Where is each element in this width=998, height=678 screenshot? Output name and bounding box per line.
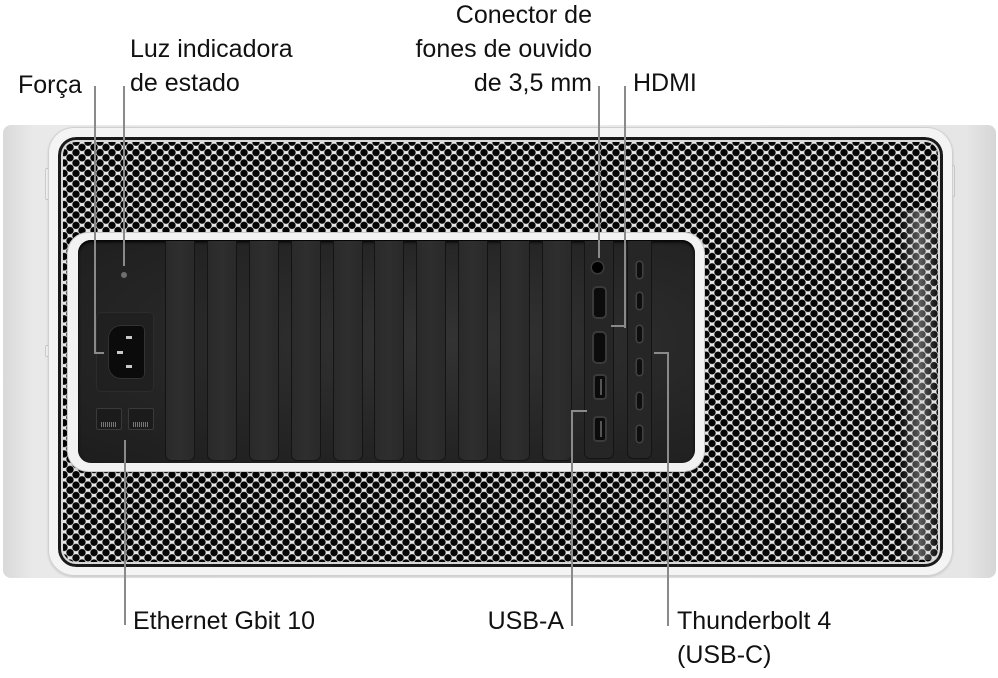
ethernet-port-icon — [128, 408, 154, 430]
leader-line-usb-a — [571, 410, 587, 412]
pcie-slot-cover — [333, 241, 363, 461]
leader-line-headphone — [598, 86, 600, 258]
headphone-jack-icon — [592, 262, 603, 273]
usb-a-port-icon — [595, 418, 605, 440]
hdmi-port-icon — [594, 288, 605, 317]
leader-line-usb-a — [571, 410, 573, 626]
power-pin — [126, 365, 132, 368]
usb-a-port-icon — [595, 376, 605, 398]
pcie-slot-cover — [500, 241, 530, 461]
pcie-slot-cover — [207, 241, 237, 461]
hdmi-port-icon — [594, 333, 605, 362]
thunderbolt-port-icon — [637, 293, 642, 309]
callout-status-light-line1: Luz indicadora — [130, 35, 293, 63]
callout-headphone-line3: de 3,5 mm — [473, 69, 592, 97]
pcie-slot-cover — [374, 241, 404, 461]
power-inlet-icon — [108, 325, 145, 379]
pcie-slot-cover — [165, 241, 195, 461]
callout-power: Força — [18, 71, 82, 99]
pcie-slot-cover — [291, 241, 321, 461]
power-pin — [126, 336, 132, 339]
pcie-slot-cover — [542, 241, 572, 461]
leader-line-power — [94, 86, 96, 354]
leader-line-power — [94, 352, 104, 354]
thunderbolt-port-icon — [637, 393, 642, 409]
thunderbolt-port-icon — [637, 326, 642, 342]
pcie-slot-cover — [458, 241, 488, 461]
callout-thunderbolt-line2: (USB-C) — [677, 641, 772, 669]
callout-status-light-line2: de estado — [130, 69, 240, 97]
pcie-slot-cover — [416, 241, 446, 461]
thunderbolt-port-icon — [637, 262, 642, 278]
leader-line-ethernet — [124, 440, 126, 625]
leader-line-thunderbolt — [654, 352, 669, 354]
thunderbolt-port-icon — [637, 426, 642, 442]
thunderbolt-port-icon — [637, 359, 642, 375]
leader-line-thunderbolt — [667, 352, 669, 626]
callout-thunderbolt-line1: Thunderbolt 4 — [677, 607, 832, 635]
callout-headphone-line1: Conector de — [455, 1, 592, 29]
status-light-icon — [121, 272, 127, 278]
callout-ethernet: Ethernet Gbit 10 — [133, 607, 316, 635]
leader-line-hdmi — [624, 86, 626, 328]
leader-line-status — [123, 86, 125, 266]
grille-highlight — [900, 210, 940, 560]
ethernet-port-icon — [96, 408, 122, 430]
callout-headphone-line2: fones de ouvido — [415, 35, 592, 63]
leader-line-hdmi — [611, 325, 626, 327]
power-pin — [117, 351, 123, 354]
pcie-slot-cover — [249, 241, 279, 461]
callout-hdmi: HDMI — [633, 69, 697, 97]
callout-usb-a: USB-A — [487, 607, 564, 635]
